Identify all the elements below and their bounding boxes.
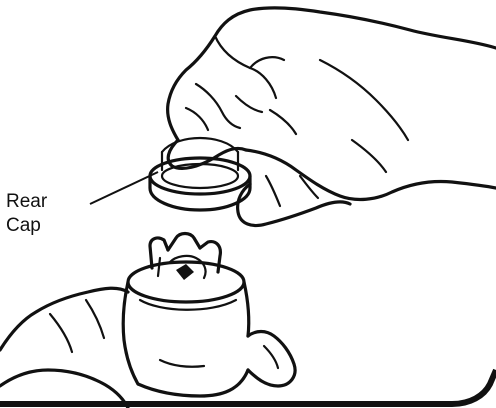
- lower-hand: [0, 288, 295, 408]
- rear-cap-label-line2: Cap: [6, 214, 47, 238]
- callout-leader-line: [90, 172, 158, 204]
- frame-border: [0, 370, 496, 404]
- rear-cap-label: Rear Cap: [6, 190, 47, 238]
- rear-cap: [150, 138, 250, 210]
- rear-cap-label-line1: Rear: [6, 190, 47, 214]
- flashlight-body: [123, 234, 249, 385]
